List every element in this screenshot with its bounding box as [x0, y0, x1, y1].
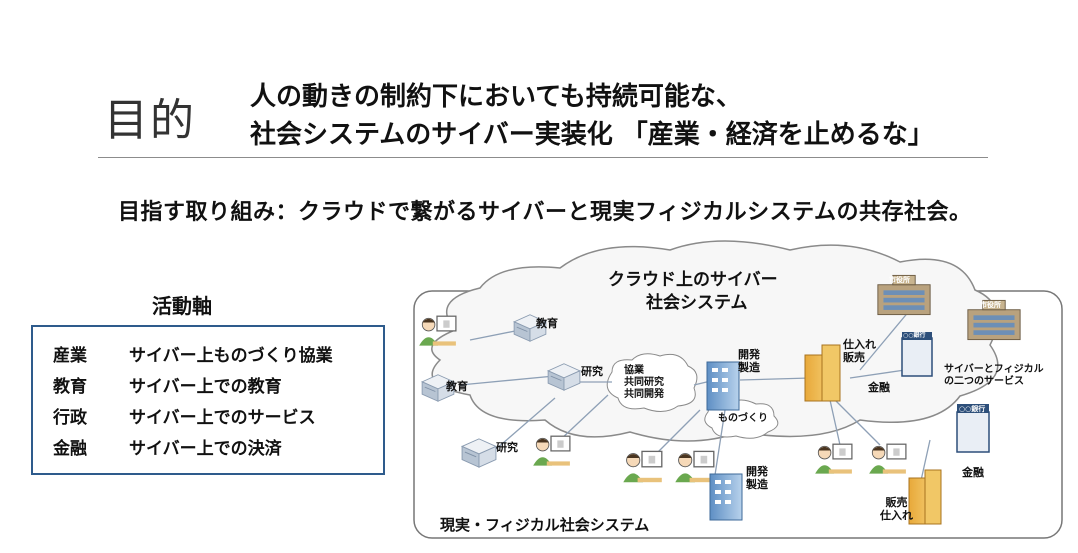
purpose-line-1: 人の動きの制約下においても持続可能な、 [250, 82, 742, 112]
activity-key: 金融 [53, 439, 87, 459]
physical-system-label: 現実・フィジカル社会システム [440, 516, 650, 534]
label-collaboration: 協業 共同研究 共同開発 [624, 365, 664, 400]
cloud-title-2: 社会システム [646, 293, 748, 313]
cloud-title-1: クラウド上のサイバー [608, 270, 778, 290]
activity-row: 行政 サイバー上でのサービス [53, 403, 316, 428]
activity-value: サイバー上でのサービス [129, 408, 316, 428]
activity-axis-title: 活動軸 [152, 294, 212, 318]
label-purchase-sales-cloud: 仕入れ 販売 [843, 338, 876, 365]
bank-sign: ○○銀行 [959, 405, 986, 413]
city-hall-sign: 市役所 [980, 301, 1001, 309]
activity-key: 教育 [53, 377, 87, 397]
label-dev-manufacture-cloud: 開発 製造 [738, 348, 760, 375]
activity-row: 金融 サイバー上での決済 [53, 434, 282, 459]
activity-axis-box: 産業 サイバー上ものづくり協業 教育 サイバー上での教育 行政 サイバー上でのサービス… [31, 325, 385, 475]
subtitle: 目指す取り組み：クラウドで繋がるサイバーと現実フィジカルシステムの共存社会。 [118, 200, 972, 225]
label-finance-real: 金融 [962, 466, 984, 479]
purpose-label: 目的 [104, 95, 196, 146]
activity-value: サイバー上での決済 [129, 439, 282, 459]
label-sales-purchase-real: 販売 仕入れ [880, 496, 913, 523]
label-education-real: 教育 [446, 380, 468, 393]
label-dev-manufacture-real: 開発 製造 [746, 465, 768, 492]
label-research-real: 研究 [496, 441, 518, 454]
activity-value: サイバー上での教育 [129, 377, 282, 397]
activity-key: 産業 [53, 346, 87, 366]
label-finance-cloud: 金融 [868, 381, 890, 394]
label-two-services: サイバーとフィジカル の二つのサービス [944, 364, 1044, 387]
city-hall-sign: 市役所 [889, 276, 910, 284]
label-research-cloud: 研究 [581, 365, 603, 378]
title-divider [98, 157, 988, 158]
cyber-cloud [431, 240, 999, 442]
bank-sign: ○○銀行 [903, 332, 926, 339]
label-monozukuri: ものづくり [718, 413, 768, 424]
activity-row: 教育 サイバー上での教育 [53, 372, 282, 397]
purpose-line-2: 社会システムのサイバー実装化 「産業・経済を止めるな」 [250, 120, 934, 150]
activity-key: 行政 [53, 408, 87, 428]
activity-value: サイバー上ものづくり協業 [129, 346, 333, 366]
activity-row: 産業 サイバー上ものづくり協業 [53, 341, 333, 366]
label-education-cloud: 教育 [536, 317, 558, 330]
